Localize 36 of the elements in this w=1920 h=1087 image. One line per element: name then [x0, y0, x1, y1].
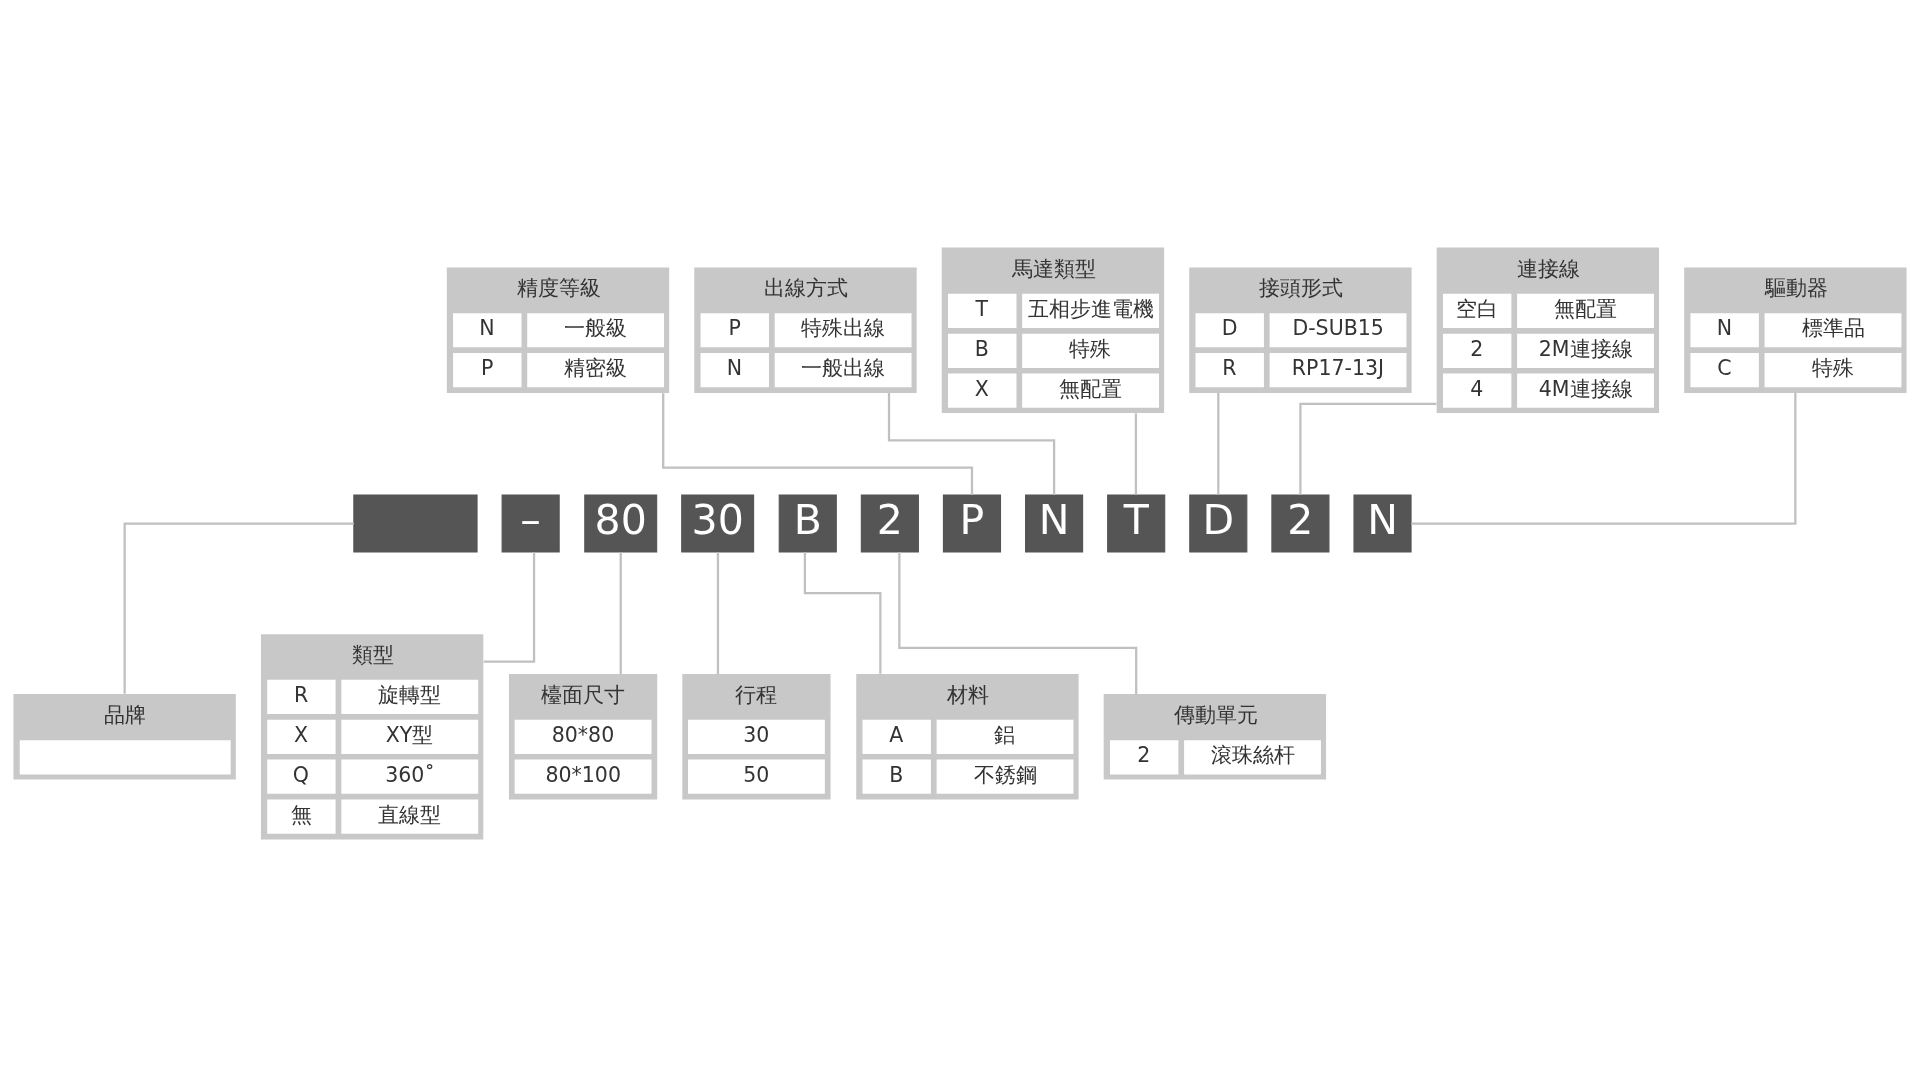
- node-box: 行程 30 50: [682, 674, 831, 800]
- node-box: [353, 494, 478, 553]
- connector: [483, 552, 536, 663]
- node-box: 驅動器 N 標準品 C 特殊: [1684, 267, 1907, 393]
- connector: [898, 552, 1138, 694]
- node-box: 接頭形式 D D-SUB15 R RP17-13J: [1189, 267, 1412, 393]
- connector: [1217, 393, 1220, 495]
- node-box: 30: [681, 494, 755, 553]
- node-box: 出線方式 P 特殊出線 N 一般出線: [694, 267, 917, 393]
- node-box: 80: [584, 494, 658, 553]
- node-box: 檯面尺寸 80*80 80*100: [508, 674, 658, 800]
- connector: [123, 522, 354, 694]
- node-box: 精度等級 N 一般級 P 精密級: [446, 267, 670, 393]
- connector: [1411, 393, 1797, 525]
- node-box: 2: [860, 494, 919, 553]
- node-box: B: [778, 494, 837, 553]
- node-box: N: [1025, 494, 1084, 553]
- node-box: 傳動單元 2 滾珠絲杆: [1103, 694, 1327, 780]
- node-box: P: [942, 494, 1002, 553]
- node-box: T: [1107, 494, 1166, 553]
- node-box: 品牌: [13, 694, 236, 780]
- node-box: –: [501, 494, 560, 553]
- connector: [803, 552, 882, 674]
- node-box: D: [1189, 494, 1248, 553]
- node-box: 馬達類型 T 五相步進電機 B 特殊 X 無配置: [941, 247, 1165, 413]
- node-box: 類型 R 旋轉型 X XY型 Q 360˚ 無 直線型: [260, 634, 484, 840]
- node-box: 連接線 空白 無配置 2 2M連接線 4 4M連接線: [1436, 247, 1660, 413]
- node-box: 材料 A 鋁 B 不銹鋼: [856, 674, 1079, 800]
- node-box: N: [1353, 494, 1412, 553]
- node-box: 2: [1271, 494, 1330, 553]
- connector: [887, 393, 1056, 495]
- connector: [716, 552, 720, 674]
- connector: [619, 552, 622, 674]
- connector: [1299, 402, 1437, 495]
- connector: [1134, 413, 1138, 495]
- connector: [662, 393, 974, 495]
